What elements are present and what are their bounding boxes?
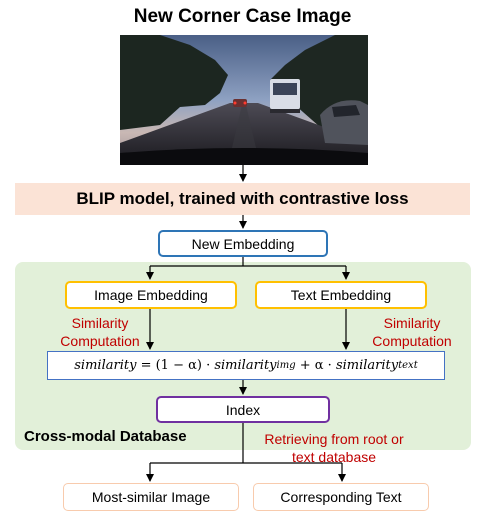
figure-title: New Corner Case Image <box>133 6 352 27</box>
similarity-computation-right: Similarity Computation <box>372 315 452 349</box>
formula-eq: = (1 − α) · <box>136 358 215 373</box>
formula-lhs: similarity <box>74 358 137 373</box>
corner-case-image <box>120 35 368 165</box>
formula-term2: similarity <box>335 358 399 373</box>
database-label: Cross-modal Database <box>24 428 187 445</box>
image-embedding-box: Image Embedding <box>65 281 237 309</box>
most-similar-image-box: Most-similar Image <box>63 483 239 511</box>
formula-term1: similarity <box>214 358 277 373</box>
index-box: Index <box>156 396 330 423</box>
similarity-computation-left: Similarity Computation <box>60 315 140 349</box>
retrieving-note: Retrieving from root or text database <box>264 431 404 465</box>
formula-sub-img: img <box>276 360 296 371</box>
text-embedding-box: Text Embedding <box>255 281 427 309</box>
formula-plus: + α · <box>295 358 336 373</box>
new-embedding-box: New Embedding <box>158 230 328 257</box>
blip-model-banner: BLIP model, trained with contrastive los… <box>15 183 470 215</box>
formula-sub-text: text <box>398 360 418 371</box>
corresponding-text-box: Corresponding Text <box>253 483 429 511</box>
